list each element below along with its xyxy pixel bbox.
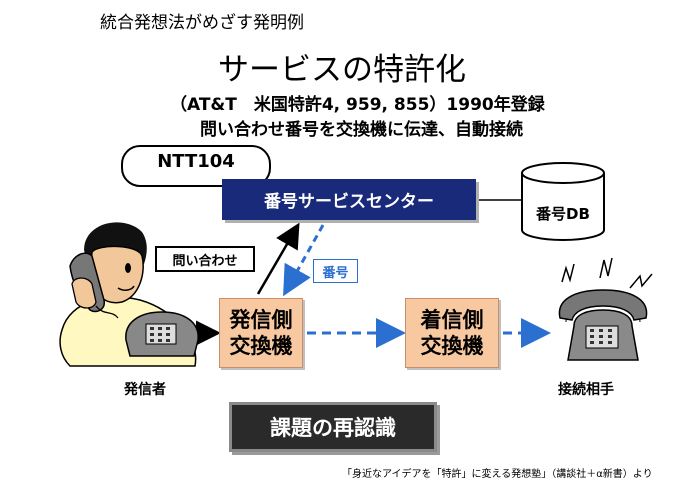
originating-exchange-box: 発信側 交換機 <box>219 298 303 368</box>
database-cylinder-icon <box>521 162 605 241</box>
caller-phone-icon <box>125 311 199 357</box>
callee-ringing-phone-icon <box>558 257 653 361</box>
database-label: 番号DB <box>536 205 590 223</box>
terminating-exchange-box: 着信側 交換機 <box>405 298 499 368</box>
header-note: 統合発想法がめざす発明例 <box>100 13 304 33</box>
terminating-exchange-line1: 着信側 <box>420 307 484 332</box>
ntt104-label: NTT104 <box>157 151 235 172</box>
inquiry-label: 問い合わせ <box>155 246 255 272</box>
terminating-exchange-line2: 交換機 <box>420 334 484 358</box>
number-label: 番号 <box>313 259 358 283</box>
exchange-to-center-arrow <box>256 222 300 295</box>
center-to-exchange-arrow <box>283 224 325 297</box>
rethink-problem-button[interactable]: 課題の再認識 <box>229 402 437 452</box>
callee-label: 接続相手 <box>558 382 614 398</box>
patent-summary: 問い合わせ番号を交換機に伝達、自動接続 <box>200 120 523 140</box>
originating-exchange-line1: 発信側 <box>229 307 293 332</box>
originating-exchange-line2: 交換機 <box>229 334 293 358</box>
page-title: サービスの特許化 <box>218 52 466 88</box>
number-service-center-box: 番号サービスセンター <box>222 179 476 220</box>
patent-reference: （AT&T 米国特許4, 959, 855）1990年登録 <box>170 95 545 115</box>
caller-label: 発信者 <box>124 382 166 398</box>
source-note: 「身近なアイデアを「特許」に変える発想塾」（講談社＋α新書）より <box>342 469 653 480</box>
